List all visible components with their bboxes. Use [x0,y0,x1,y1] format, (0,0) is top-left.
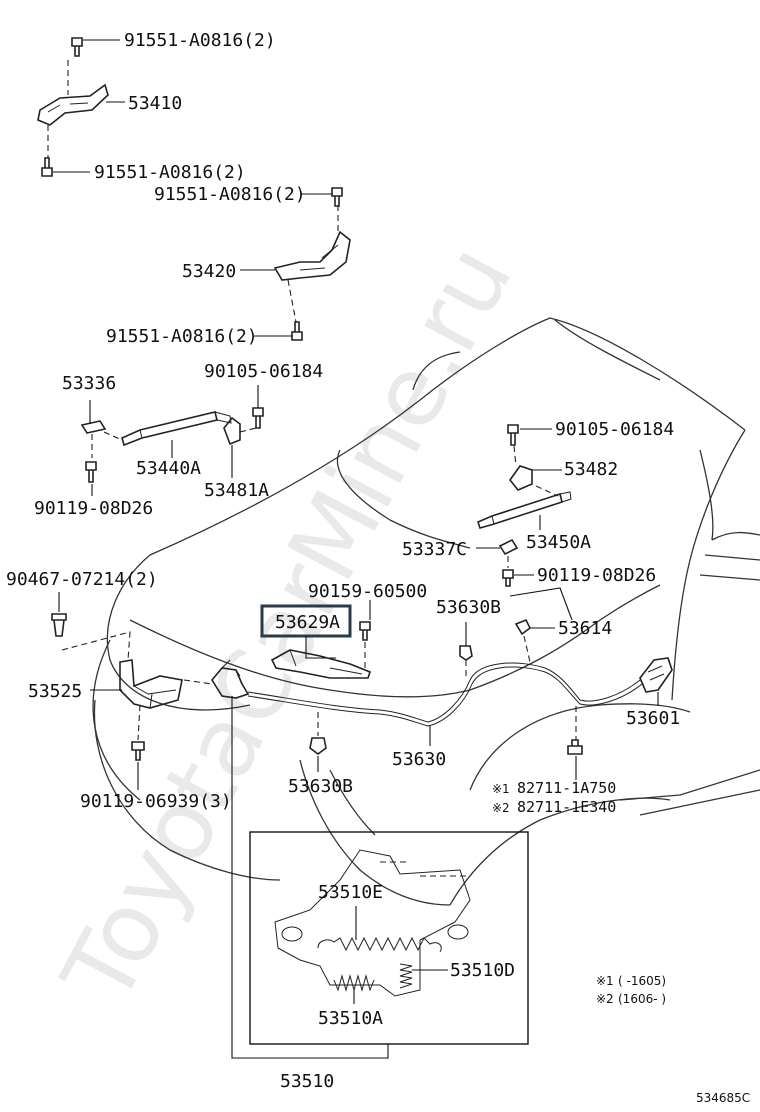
label-90119-08d26-left: 90119-08D26 [34,498,153,519]
label-53410: 53410 [128,93,182,114]
label-53337c: 53337C [402,539,467,560]
label-53629a: 53629A [275,612,340,633]
bolt-icon [85,461,97,483]
label-53614: 53614 [558,618,612,639]
bolt-icon [507,424,519,446]
hinge-53410 [37,37,125,177]
hood-outline [106,317,760,711]
clamp-icon [567,739,583,755]
bolt-icon [502,569,514,587]
hood-stay-left [80,385,264,496]
label-53601: 53601 [626,708,680,729]
label-53510a: 53510A [318,1008,383,1029]
label-90119-06939: 90119-06939(3) [80,791,232,812]
label-82711-1e340: 82711-1E340 [517,798,616,816]
bolt-icon [71,37,83,57]
clamp-53614 [509,587,573,663]
support-53525 [51,592,183,790]
spring-e-icon [317,936,442,953]
spring-a-icon [333,974,375,992]
bolt-icon [252,407,264,429]
label-53510: 53510 [280,1071,334,1092]
bolt-icon [41,157,53,177]
label-90159-60500: 90159-60500 [308,581,427,602]
label-91551-a0816-top4: 91551-A0816(2) [106,326,258,347]
hood-lock [183,659,250,699]
bolt-icon [359,621,371,641]
label-90467-07214: 90467-07214(2) [6,569,158,590]
bolt-icon [331,187,343,207]
hood-stay-right [476,424,572,587]
spring-d-icon [399,963,413,989]
hinge-53420 [240,187,351,341]
lock-bracket-53629a [260,600,371,679]
bolt-icon [131,741,145,761]
note-mark-2: ※2 [492,801,510,815]
release-handle-53601 [639,657,673,706]
fender-outline [92,639,760,906]
clamp-53630b-bottom [309,712,327,772]
label-53440a: 53440A [136,458,201,479]
clamp-icon [309,737,327,755]
label-53630b-bottom: 53630B [288,776,353,797]
label-53510e: 53510E [318,882,383,903]
note-mark-1: ※1 [492,782,510,796]
label-82711-1a750: 82711-1A750 [517,779,616,797]
label-53481a: 53481A [204,480,269,501]
label-91551-a0816-top2: 91551-A0816(2) [94,162,246,183]
lock-detail-box [231,696,529,1059]
note-1-mark: ※1 [596,974,614,988]
label-53630b-top: 53630B [436,597,501,618]
label-53450a: 53450A [526,532,591,553]
release-cable-53630 [247,662,643,746]
label-53525: 53525 [28,681,82,702]
wire-clamp [567,706,583,780]
clip-icon [51,613,67,637]
label-53336: 53336 [62,373,116,394]
label-90105-06184-left: 90105-06184 [204,361,323,382]
stay-clip-icon [80,420,107,434]
label-53630: 53630 [392,749,446,770]
diagram-code: 534685C [696,1091,750,1105]
note-2-mark: ※2 [596,992,614,1006]
label-91551-a0816-top1: 91551-A0816(2) [124,30,276,51]
note-2-range: (1606- ) [618,992,666,1006]
label-53482: 53482 [564,459,618,480]
notes: ※1 ( -1605) ※2 (1606- ) [596,974,666,1006]
bracket-icon [508,465,533,491]
label-53420: 53420 [182,261,236,282]
note-1-range: ( -1605) [618,974,666,988]
label-53510d: 53510D [450,960,515,981]
clamp-53630b-top [459,622,473,676]
clamp-icon [459,645,473,661]
stay-clip-icon [498,538,519,556]
clamp-icon [514,618,532,636]
label-91551-a0816-top3: 91551-A0816(2) [154,184,306,205]
bolt-icon [291,321,303,341]
label-90105-06184-right: 90105-06184 [555,419,674,440]
label-90119-08d26-right: 90119-08D26 [537,565,656,586]
